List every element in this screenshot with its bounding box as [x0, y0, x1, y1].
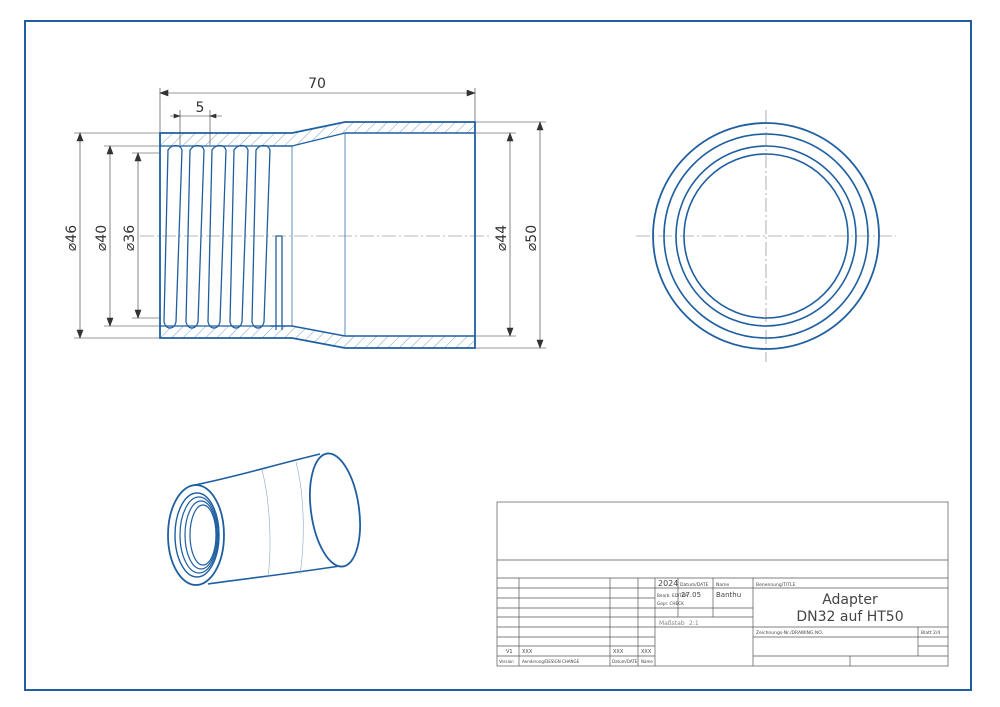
tb-drawing-no-label: Zeichnungs-Nr./DRAWING NO.	[756, 630, 823, 636]
tb-rev-date: XXX	[613, 649, 624, 655]
tb-date-header: Datum/DATE	[680, 582, 709, 588]
tb-title-header: Benennung/TITLE	[756, 582, 796, 588]
isometric-view	[167, 452, 361, 586]
tb-name-header: Name	[716, 582, 730, 588]
tb-rev-change: XXX	[522, 649, 533, 655]
tb-sheet-label: Blatt 2/4	[921, 630, 940, 636]
tb-year: 2024	[658, 579, 678, 588]
title-block	[496, 501, 949, 667]
tb-hdr-name: Name	[641, 659, 653, 664]
tb-edited-label: Bearb. EDITOR	[657, 593, 688, 598]
end-view	[636, 110, 896, 362]
sheet-border	[24, 20, 972, 691]
dim-overall-length: 70	[308, 76, 326, 92]
tb-hdr-version: Version	[499, 659, 514, 664]
dim-thread-minor: ⌀36	[122, 225, 138, 251]
tb-edit-date: 27.05	[681, 591, 701, 599]
tb-scale-label: Maßstab	[659, 620, 685, 627]
dim-thread-pitch: 5	[196, 100, 205, 116]
tb-rev-version: V1	[506, 649, 513, 655]
dim-thread-major: ⌀40	[94, 225, 110, 251]
thread-turns	[163, 144, 283, 330]
tb-title-line2: DN32 auf HT50	[796, 609, 903, 625]
section-view: 70 5 ⌀46 ⌀40 ⌀36 ⌀44 ⌀50	[64, 76, 546, 349]
tb-scale-value: 2:1	[689, 620, 699, 627]
dim-outer-right: ⌀50	[524, 225, 540, 251]
tb-hdr-change: Aenderung/DESIGN CHANGE	[522, 659, 580, 664]
tb-editor-name: Banthu	[716, 591, 741, 599]
tb-rev-name: XXX	[641, 649, 652, 655]
tb-checked-label: Gepr. CHECK	[657, 601, 684, 606]
dim-outer-left: ⌀46	[64, 225, 80, 251]
dim-inner-right: ⌀44	[494, 225, 510, 251]
tb-title-line1: Adapter	[822, 592, 878, 608]
tb-hdr-date: Datum/DATE	[612, 659, 638, 664]
